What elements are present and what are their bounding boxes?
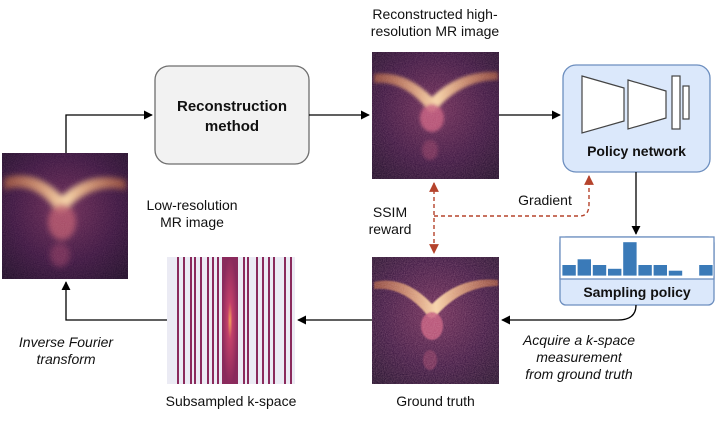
sampling-policy-box <box>559 236 715 306</box>
arrow-gradient <box>434 175 594 217</box>
acquire-measurement-label: Acquire a k-space measurement from groun… <box>522 332 636 382</box>
low-res-image-label: Low-resolution MR image <box>146 197 238 230</box>
sampling-policy-bar <box>652 264 668 277</box>
low-res-mr-image <box>2 153 128 279</box>
network-layers-icon <box>581 75 690 134</box>
kspace-sample-line <box>190 257 192 384</box>
kspace-sample-line <box>262 257 264 384</box>
gradient-label: Gradient <box>518 192 572 208</box>
ground-truth-image <box>372 257 499 384</box>
kspace-lines <box>177 257 292 384</box>
sampling-policy-bar <box>622 241 638 277</box>
arrow-lowres-to-reconstruction <box>65 110 153 153</box>
sampling-policy-bars <box>561 241 714 277</box>
sampling-policy-bar <box>698 264 714 277</box>
kspace-sample-line <box>256 257 258 384</box>
reconstruction-method-label: Reconstruction method <box>176 98 287 135</box>
kspace-sample-line <box>183 257 185 384</box>
subsampled-kspace-image <box>167 257 295 384</box>
sampling-policy-bar <box>637 264 653 277</box>
reconstructed-image-label: Reconstructed high- resolution MR image <box>370 6 500 39</box>
inverse-fourier-label: Inverse Fourier transform <box>18 334 114 367</box>
kspace-sample-line <box>207 257 209 384</box>
policy-network-label: Policy network <box>587 143 686 159</box>
kspace-sample-line <box>212 257 214 384</box>
policy-network-box <box>562 64 711 173</box>
arrow-sampling-to-ground-truth <box>501 304 637 325</box>
kspace-sample-line <box>217 257 219 384</box>
subsampled-kspace-label: Subsampled k-space <box>165 393 297 409</box>
sampling-policy-bar <box>592 264 608 277</box>
sampling-policy-label: Sampling policy <box>583 284 691 300</box>
kspace-sample-line <box>284 257 286 384</box>
kspace-sample-line <box>200 257 202 384</box>
kspace-sample-line <box>243 257 245 384</box>
sampling-policy-bar <box>561 264 577 277</box>
reconstructed-mr-image <box>372 52 499 179</box>
kspace-sample-line <box>290 257 292 384</box>
sampling-policy-bar <box>576 258 592 277</box>
kspace-sample-line <box>177 257 179 384</box>
kspace-sample-line <box>273 257 275 384</box>
kspace-sample-line <box>247 257 249 384</box>
kspace-sample-line <box>194 257 196 384</box>
arrow-kspace-to-lowres <box>61 281 167 321</box>
sampling-policy-bar <box>607 267 623 277</box>
ground-truth-label: Ground truth <box>396 393 475 409</box>
sampling-policy-bar <box>668 269 684 277</box>
kspace-sample-line <box>268 257 270 384</box>
ssim-reward-label: SSIM reward <box>368 204 412 237</box>
